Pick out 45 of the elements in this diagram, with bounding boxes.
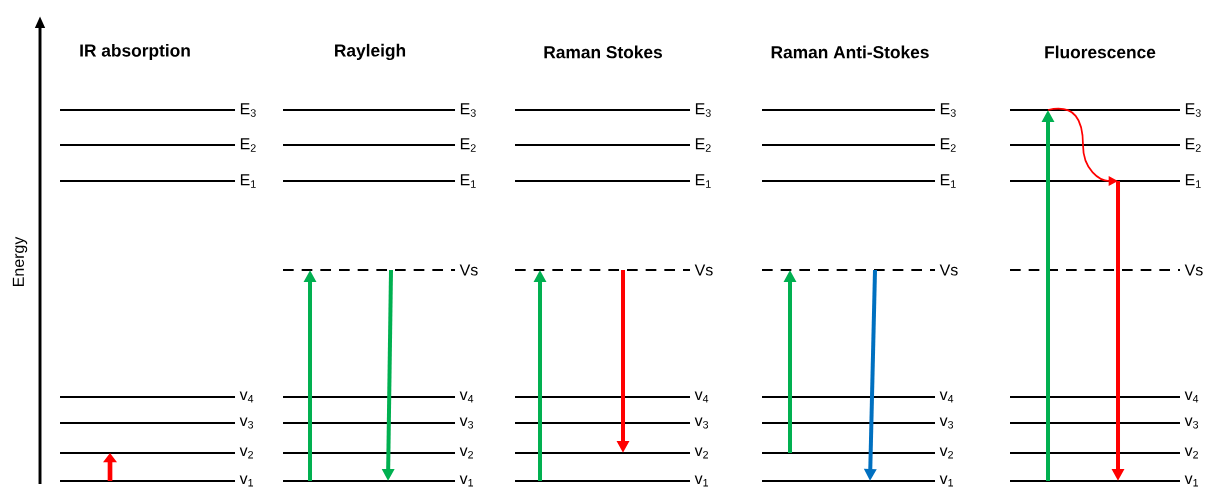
energy-level: v$_{4}$ xyxy=(762,391,954,403)
energy-level: E$_{3}$ xyxy=(283,103,476,117)
energy-level: v$_{1}$ xyxy=(762,475,953,487)
energy-level: v$_{4}$ xyxy=(1010,391,1199,403)
energy-level: v$_{1}$ xyxy=(515,475,708,487)
energy-level: E$_{3}$ xyxy=(762,103,956,117)
energy-level: v$_{2}$ xyxy=(515,447,708,459)
panel-title: Fluorescence xyxy=(1045,45,1156,59)
energy-level: v$_{1}$ xyxy=(60,475,254,487)
energy-level: v$_{3}$ xyxy=(515,417,709,429)
energy-level: E$_{1}$ xyxy=(283,174,476,188)
energy-level: Vs xyxy=(283,264,478,276)
energy-level: E$_{2}$ xyxy=(283,138,476,152)
energy-level: v$_{2}$ xyxy=(60,447,253,459)
energy-level: Vs xyxy=(762,264,958,276)
energy-level: v$_{3}$ xyxy=(283,417,474,429)
energy-level: E$_{2}$ xyxy=(60,138,256,152)
energy-level: v$_{4}$ xyxy=(60,391,254,403)
energy-level: E$_{1}$ xyxy=(762,174,956,188)
energy-level: Vs xyxy=(1010,264,1203,276)
energy-level: E$_{1}$ xyxy=(60,174,256,188)
energy-level: E$_{2}$ xyxy=(762,138,956,152)
energy-level: v$_{3}$ xyxy=(60,417,254,429)
energy-level: Vs xyxy=(515,264,713,276)
panel-title: Raman Anti-Stokes xyxy=(771,45,929,59)
energy-level: E$_{3}$ xyxy=(60,103,256,117)
energy-level: E$_{1}$ xyxy=(1010,174,1201,188)
axis-label: Energy xyxy=(12,236,28,286)
panel-title: Raman Stokes xyxy=(544,45,662,59)
energy-level: E$_{3}$ xyxy=(1010,103,1201,117)
energy-level: v$_{3}$ xyxy=(762,417,954,429)
energy-level: E$_{2}$ xyxy=(1010,138,1201,152)
energy-level: E$_{2}$ xyxy=(515,138,711,152)
energy-level: v$_{1}$ xyxy=(1010,475,1198,487)
energy-level: v$_{2}$ xyxy=(283,447,473,459)
energy-level: v$_{2}$ xyxy=(1010,447,1198,459)
energy-level: v$_{4}$ xyxy=(283,391,474,403)
energy-level: v$_{2}$ xyxy=(762,447,953,459)
energy-level: v$_{4}$ xyxy=(515,391,709,403)
energy-level: v$_{1}$ xyxy=(283,475,474,487)
panel-title: Rayleigh xyxy=(335,43,406,61)
energy-level: v$_{3}$ xyxy=(1010,417,1199,429)
energy-level: E$_{1}$ xyxy=(515,174,711,188)
panel-title: IR absorption xyxy=(80,43,190,61)
energy-level: E$_{3}$ xyxy=(515,103,711,117)
